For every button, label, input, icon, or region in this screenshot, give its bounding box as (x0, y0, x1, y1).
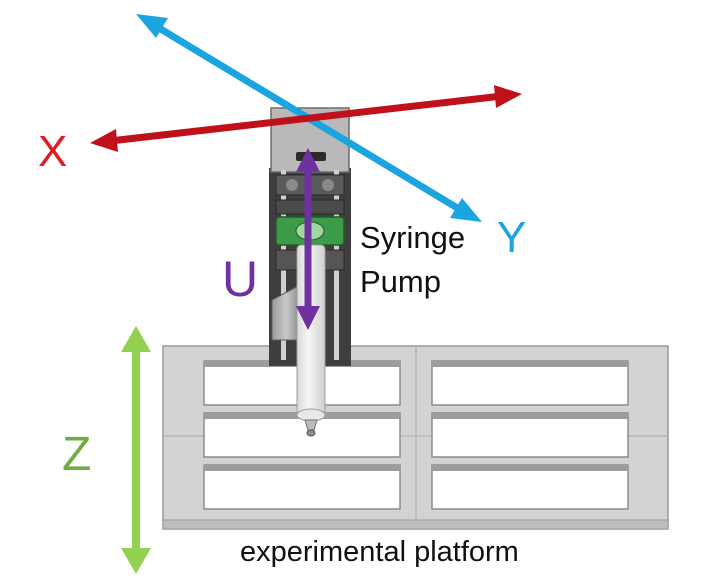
x-axis-label: X (38, 127, 67, 176)
syringe-pump-label-line1: Syringe (360, 220, 465, 255)
z-axis-label: Z (62, 428, 91, 481)
x-axis-arrow (90, 85, 522, 152)
u-axis-label: U (222, 251, 258, 307)
z-axis-arrow (121, 326, 151, 574)
y-axis-label: Y (497, 213, 526, 262)
u-axis-arrow (296, 148, 320, 330)
syringe-pump-label-line2: Pump (360, 264, 441, 299)
experimental-platform-label: experimental platform (240, 536, 519, 568)
experimental-platform (162, 345, 669, 530)
